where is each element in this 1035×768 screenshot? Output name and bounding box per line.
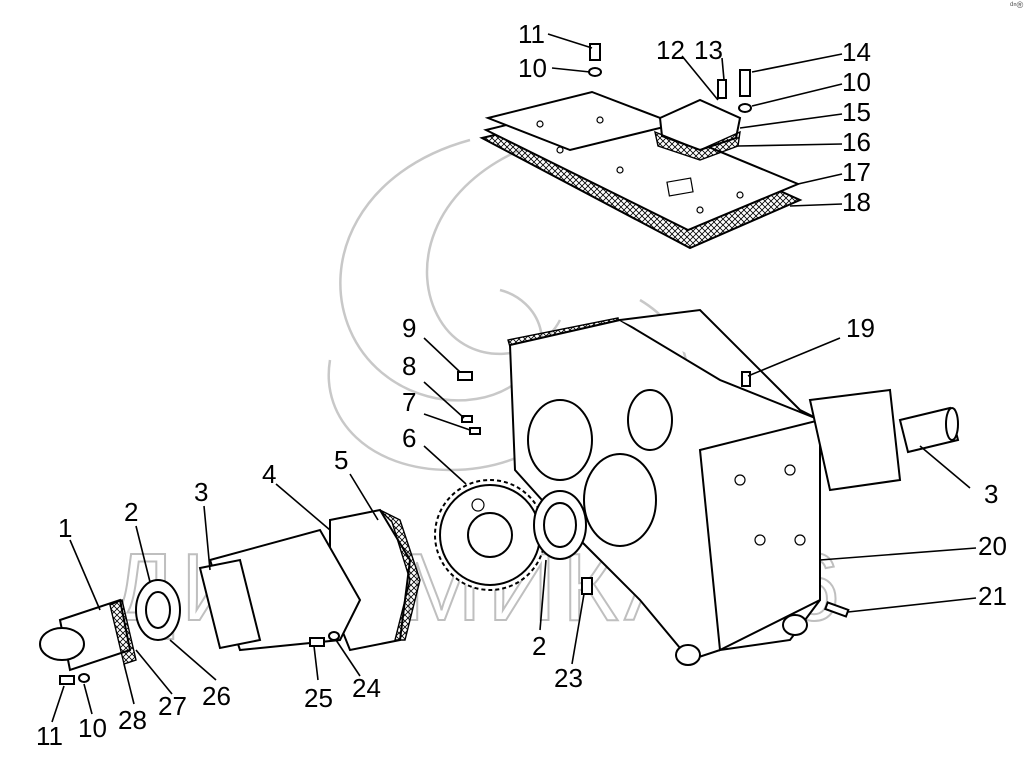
callout-11-bottom: 11 xyxy=(36,721,63,751)
washer-24 xyxy=(328,631,340,641)
callout-12: 12 xyxy=(656,35,685,65)
callout-6: 6 xyxy=(402,423,416,453)
washer-10-right xyxy=(738,103,752,113)
callout-14: 14 xyxy=(842,37,871,67)
bolt-11-top xyxy=(589,43,601,61)
callout-20: 20 xyxy=(978,531,1007,561)
callout-7: 7 xyxy=(402,387,416,417)
cover-3-left xyxy=(198,558,262,650)
gear-6 xyxy=(434,479,546,591)
gasket-5 xyxy=(379,509,421,641)
seal-28 xyxy=(109,599,137,665)
mount-eye-right xyxy=(782,614,808,636)
callout-26: 26 xyxy=(202,681,231,711)
callout-21: 21 xyxy=(978,581,1007,611)
callout-24: 24 xyxy=(352,673,381,703)
corner-mark: ᵈⁿ® xyxy=(1010,0,1024,10)
housing-bore-upper xyxy=(527,399,593,481)
callout-25: 25 xyxy=(304,683,333,713)
callout-2-left: 2 xyxy=(124,497,138,527)
callout-10-top: 10 xyxy=(518,53,547,83)
shaft-end-1 xyxy=(39,627,85,661)
pin-7 xyxy=(469,427,481,435)
gearbox-housing xyxy=(507,308,960,666)
callout-13: 13 xyxy=(694,35,723,65)
callout-5: 5 xyxy=(334,445,348,475)
output-shaft-3-right xyxy=(898,406,960,454)
callout-17: 17 xyxy=(842,157,871,187)
top-cover-assembly xyxy=(479,43,803,250)
bolt-11-bottom xyxy=(59,675,75,685)
mount-eye-left xyxy=(675,644,701,666)
callout-9: 9 xyxy=(402,313,416,343)
callout-23: 23 xyxy=(554,663,583,693)
callout-18: 18 xyxy=(842,187,871,217)
washer-10-bottom xyxy=(78,673,90,683)
bolt-21 xyxy=(824,601,850,618)
output-housing xyxy=(808,388,902,492)
callout-28: 28 xyxy=(118,705,147,735)
bolt-13 xyxy=(717,79,727,99)
callout-19: 19 xyxy=(846,313,875,343)
callout-10-bottom: 10 xyxy=(78,713,107,743)
callout-3-right: 3 xyxy=(984,479,998,509)
callout-8: 8 xyxy=(402,351,416,381)
callout-3-left: 3 xyxy=(194,477,208,507)
pin-8 xyxy=(461,415,473,423)
bolt-14 xyxy=(739,69,751,97)
leader-lines xyxy=(51,33,977,723)
callout-4: 4 xyxy=(262,459,276,489)
callout-1: 1 xyxy=(58,513,72,543)
callout-16: 16 xyxy=(842,127,871,157)
washer-10-top xyxy=(588,67,602,77)
pin-9 xyxy=(457,371,473,381)
callout-labels: 11 10 12 13 14 10 15 16 17 18 9 8 7 6 19… xyxy=(36,19,1007,751)
bolt-25 xyxy=(309,637,325,647)
bearing-2-mid xyxy=(533,490,587,560)
plug-23 xyxy=(581,577,593,595)
callout-2-mid: 2 xyxy=(532,631,546,661)
callout-15: 15 xyxy=(842,97,871,127)
pin-19 xyxy=(741,371,751,387)
housing-bore-lower xyxy=(583,453,657,547)
callout-11-top: 11 xyxy=(518,19,545,49)
left-shaft-assembly xyxy=(39,508,421,685)
callout-10-right: 10 xyxy=(842,67,871,97)
callout-27: 27 xyxy=(158,691,187,721)
